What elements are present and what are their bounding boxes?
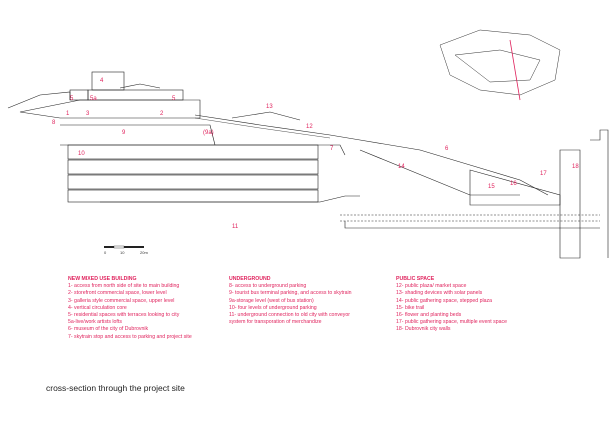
callout-8: 8 (52, 120, 56, 126)
legend-item: system for transporation of merchandize (229, 319, 322, 326)
scale-label: 20m (140, 250, 148, 255)
legend-item: 11- underground connection to old city w… (229, 312, 351, 319)
building-tower (91, 71, 125, 91)
section-callouts: 1 2 3 4 5 5a 5 6 7 8 9 (9a) 10 11 12 13 … (52, 78, 579, 230)
cross-section-drawing: 0 10 20m 1 2 3 4 5 5a 5 6 7 8 9 (9a) 10 … (7, 29, 609, 259)
legend-item: 8- access to underground parking (229, 283, 307, 290)
site-plan-thumbnail (439, 29, 561, 101)
scale-label: 0 (104, 250, 107, 255)
legend-item: 6- museum of the city of Dubrovnik (68, 326, 149, 333)
legend-item: 14- public gathering space, stepped plaz… (396, 297, 493, 304)
scale-bar: 0 10 20m (104, 245, 148, 255)
callout-13: 13 (266, 104, 273, 110)
legend-item: 5- residential spaces with terraces look… (68, 312, 180, 319)
callout-7: 7 (330, 146, 334, 152)
callout-11: 11 (232, 224, 239, 230)
legend-item: 4- vertical circulation core (68, 304, 127, 311)
legend-item: 12- public plaza/ market space (396, 283, 467, 290)
legend-item: 16- flower and planting beds (396, 312, 462, 319)
callout-12: 12 (306, 124, 313, 130)
scale-label: 10 (120, 250, 125, 255)
legend-item: 7- skytrain stop and access to parking a… (68, 333, 192, 340)
callout-5a: 5a (90, 96, 97, 102)
legend-item: 15- bike trail (396, 304, 425, 311)
callout-4: 4 (100, 78, 104, 84)
legend-item: 3- galleria style commercial space, uppe… (68, 297, 175, 304)
legend-item: 5a-live/work artists lofts (68, 319, 122, 326)
callout-5b: 5 (172, 96, 176, 102)
legend-underground: UNDERGROUND 8- access to underground par… (229, 276, 352, 326)
callout-6: 6 (445, 146, 449, 152)
callout-14: 14 (398, 164, 405, 170)
parking-level (67, 144, 319, 160)
callout-5: 5 (70, 96, 74, 102)
legend-item: 9a-storage level (west of bus station) (229, 297, 314, 304)
legend-heading: NEW MIXED USE BUILDING (68, 276, 137, 282)
callout-15: 15 (488, 184, 495, 190)
parking-level (67, 159, 319, 175)
legend-item: 1- access from north side of site to mai… (68, 283, 180, 290)
callout-9a: (9a) (203, 130, 214, 136)
legend-item: 17- public gathering space, multiple eve… (396, 319, 508, 326)
legend-building: NEW MIXED USE BUILDING 1- access from no… (68, 276, 192, 341)
callout-17: 17 (540, 171, 547, 177)
legend-item: 9- tourist bus terminal parking, and acc… (229, 290, 352, 297)
callout-2: 2 (160, 111, 164, 117)
callout-18: 18 (572, 164, 579, 170)
legend-item: 10- four levels of underground parking (229, 304, 317, 311)
callout-3: 3 (86, 111, 90, 117)
drawing-caption: cross-section through the project site (46, 383, 185, 393)
parking-level (67, 189, 319, 203)
callout-9: 9 (122, 130, 126, 136)
legend-item: 18- Dubrovnik city walls (396, 326, 451, 333)
legend-heading: PUBLIC SPACE (396, 276, 435, 282)
legend-heading: UNDERGROUND (229, 276, 271, 282)
legend-public-space: PUBLIC SPACE 12- public plaza/ market sp… (396, 276, 507, 334)
parking-level (67, 174, 319, 190)
legend-item: 13- shading devices with solar panels (396, 290, 483, 297)
callout-10: 10 (78, 151, 85, 157)
callout-1: 1 (66, 111, 70, 117)
legend-item: 2- storefront commercial space, lower le… (68, 290, 167, 297)
callout-16: 16 (510, 181, 517, 187)
